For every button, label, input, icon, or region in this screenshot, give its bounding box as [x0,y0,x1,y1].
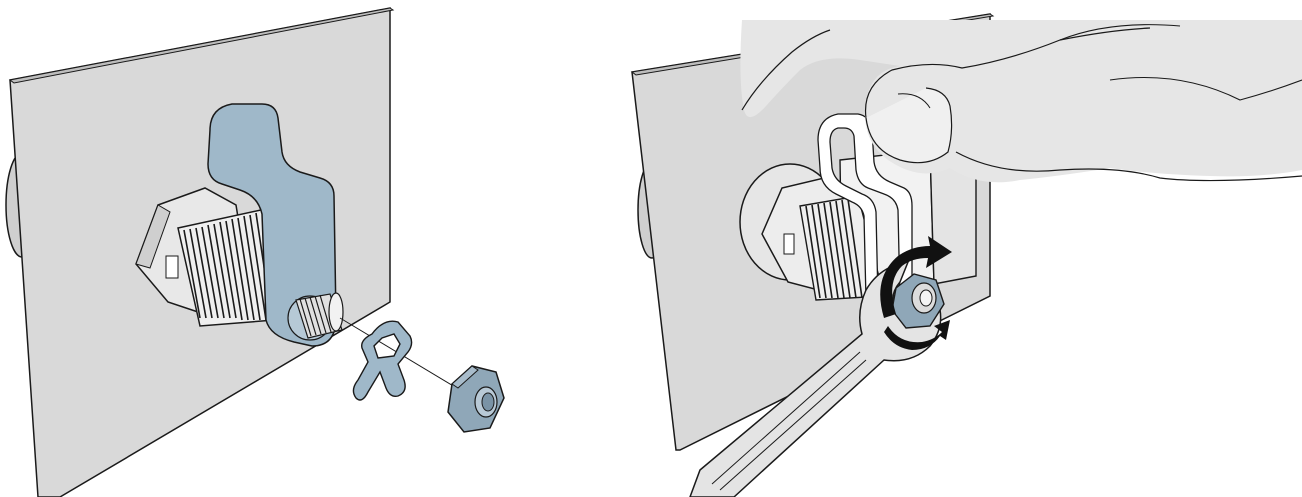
right-step-panel [632,14,1302,497]
left-step-panel [6,8,504,497]
hex-nut [448,366,504,432]
retaining-clip [353,321,411,400]
